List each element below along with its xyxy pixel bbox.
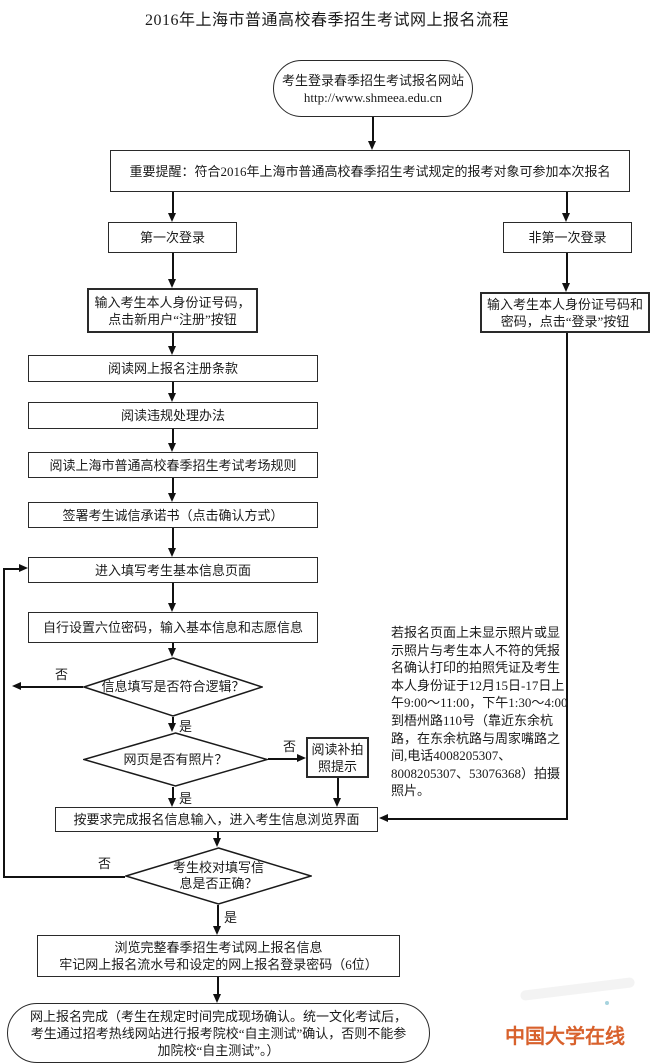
scan-speck <box>605 1001 609 1005</box>
photo-retake-note: 若报名页面上未显示照片或显 示照片与考生本人不符的凭报 名确认打印的拍照凭证及考… <box>391 625 568 799</box>
flow-arrow-line <box>172 382 174 393</box>
sign-integrity-node: 签署考生诚信承诺书（点击确认方式） <box>28 502 318 528</box>
flow-arrow-line <box>172 429 174 443</box>
flow-arrowhead <box>168 603 176 612</box>
flow-arrowhead <box>168 648 176 657</box>
flow-arrow-line <box>372 117 374 142</box>
no-branch-line <box>268 758 298 760</box>
flow-arrow-line <box>217 905 219 926</box>
flow-arrow-line <box>217 832 219 838</box>
decision-yes-label: 是 <box>179 719 193 734</box>
flow-arrowhead <box>168 723 176 732</box>
flow-arrowhead <box>168 346 176 355</box>
loop-line <box>3 568 5 877</box>
flow-arrowhead <box>12 682 21 690</box>
decision-photo-node: 网页是否有照片？ <box>83 732 268 787</box>
flow-arrowhead <box>168 493 176 502</box>
flow-arrowhead <box>168 443 176 452</box>
flow-arrow-line <box>172 787 174 798</box>
flow-arrow-line <box>172 643 174 648</box>
flow-arrow-line <box>172 583 174 603</box>
decision-no-label: 否 <box>98 856 112 871</box>
decision-logic-text: 信息填写是否符合逻辑？ <box>101 679 245 694</box>
not-first-login-node: 非第一次登录 <box>503 222 632 253</box>
flow-arrowhead <box>379 814 388 822</box>
enter-basic-info-node: 进入填写考生基本信息页面 <box>28 557 318 583</box>
flow-arrowhead <box>333 798 341 807</box>
login-node: 输入考生本人身份证号码和 密码，点击“登录”按钮 <box>480 292 650 333</box>
first-login-node: 第一次登录 <box>108 222 237 253</box>
loop-line <box>3 568 19 570</box>
flow-arrow-line <box>172 253 174 279</box>
register-node: 输入考生本人身份证号码， 点击新用户“注册”按钮 <box>87 288 258 333</box>
flow-arrowhead <box>168 279 176 288</box>
decision-photo-text: 网页是否有照片？ <box>123 751 228 767</box>
read-violation-node: 阅读违规处理办法 <box>28 402 318 429</box>
flow-arrowhead <box>168 213 176 222</box>
flow-arrow-line <box>172 528 174 548</box>
decision-yes-label: 是 <box>179 791 193 806</box>
flow-arrowhead <box>168 393 176 402</box>
decision-logic-node: 信息填写是否符合逻辑？ <box>83 657 263 717</box>
set-password-node: 自行设置六位密码，输入基本信息和志愿信息 <box>28 612 318 643</box>
decision-no-label: 否 <box>55 667 69 682</box>
flow-arrowhead <box>213 838 221 847</box>
right-branch-line <box>388 818 568 820</box>
flow-arrow-line <box>566 253 568 283</box>
flow-arrow-line <box>172 478 174 493</box>
flow-arrow-line <box>566 192 568 213</box>
flow-arrowhead <box>19 564 28 572</box>
flow-arrowhead <box>213 926 221 935</box>
decision-yes-label: 是 <box>224 910 238 925</box>
notice-node: 重要提醒：符合2016年上海市普通高校春季招生考试规定的报考对象可参加本次报名 <box>110 150 630 192</box>
retake-tip-node: 阅读补拍 照提示 <box>306 737 369 778</box>
flow-arrowhead <box>213 994 221 1003</box>
flow-arrowhead <box>562 283 570 292</box>
read-rules-node: 阅读上海市普通高校春季招生考试考场规则 <box>28 452 318 478</box>
flow-arrow-line <box>337 778 339 798</box>
finish-node: 网上报名完成（考生在规定时间完成现场确认。统一文化考试后， 考生通过招考热线网站… <box>7 1003 430 1063</box>
decision-no-label: 否 <box>283 739 297 754</box>
scan-smudge <box>519 977 636 1001</box>
read-terms-node: 阅读网上报名注册条款 <box>28 355 318 382</box>
decision-verify-text: 考生校对填写信 息是否正确？ <box>172 860 264 891</box>
flow-arrowhead <box>168 548 176 557</box>
flow-arrowhead <box>297 754 306 762</box>
page-title: 2016年上海市普通高校春季招生考试网上报名流程 <box>144 12 509 29</box>
decision-verify-node: 考生校对填写信 息是否正确？ <box>125 847 312 905</box>
right-branch-line <box>566 333 568 819</box>
complete-input-node: 按要求完成报名信息输入，进入考生信息浏览界面 <box>55 807 378 832</box>
flow-arrowhead <box>562 213 570 222</box>
flow-arrowhead <box>368 141 376 150</box>
no-branch-line <box>21 686 83 688</box>
summary-node: 浏览完整春季招生考试网上报名信息 牢记网上报名流水号和设定的网上报名登录密码（6… <box>37 935 400 977</box>
flow-arrow-line <box>172 717 174 723</box>
flow-arrow-line <box>172 333 174 346</box>
flow-arrowhead <box>168 798 176 807</box>
registration-url: http://www.shmeea.edu.cn <box>303 89 443 105</box>
loop-line <box>3 876 125 878</box>
watermark-text: 中国大学在线 <box>505 1026 625 1048</box>
flow-arrow-line <box>172 192 174 213</box>
flow-arrow-line <box>217 977 219 994</box>
